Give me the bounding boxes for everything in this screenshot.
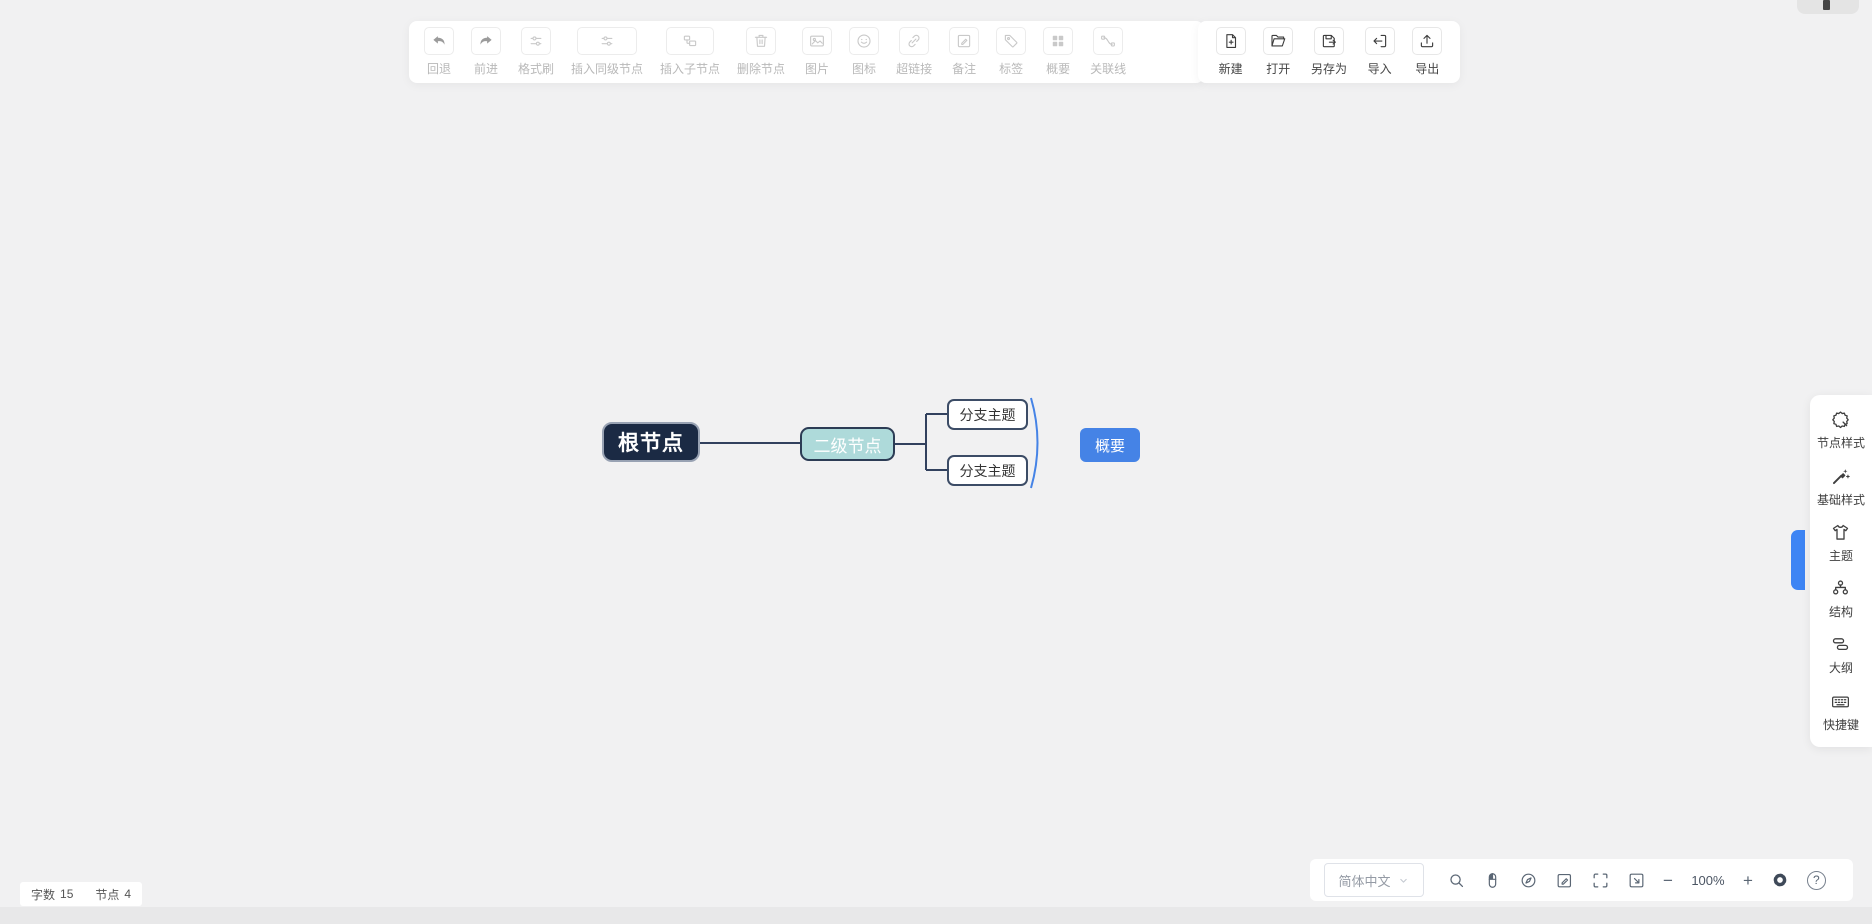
save-as-icon [1313, 27, 1344, 55]
summary-button[interactable]: 概要 [1043, 27, 1074, 77]
insert-sibling-label: 插入同级节点 [571, 62, 644, 76]
new-file-label: 新建 [1218, 62, 1243, 76]
smiley-icon [849, 27, 880, 55]
insert-child-label: 插入子节点 [660, 62, 721, 76]
status-bar: 字数 15 节点 4 [20, 882, 143, 906]
word-count-label: 字数 [31, 887, 56, 902]
icon-label: 图标 [852, 62, 877, 76]
import-button[interactable]: 导入 [1364, 27, 1395, 77]
trash-icon [746, 27, 777, 55]
right-sidebar: 节点样式 基础样式 主题 结构 大纲 快捷键 [1810, 395, 1872, 747]
mindmap-root-node[interactable]: 根节点 [602, 422, 700, 462]
image-icon [802, 27, 833, 55]
sidebar-collapse-handle[interactable] [1791, 530, 1805, 590]
window-control-bar [1823, 0, 1830, 10]
redo-button[interactable]: 前进 [471, 27, 501, 77]
language-selected-value: 简体中文 [1338, 873, 1391, 889]
image-button[interactable]: 图片 [802, 27, 833, 77]
zoom-level-value[interactable]: 100% [1691, 872, 1725, 888]
note-label: 备注 [952, 62, 977, 76]
undo-label: 回退 [426, 62, 451, 76]
mindmap-branch-node[interactable]: 分支主题 [947, 455, 1028, 486]
insert-child-icon [666, 27, 715, 55]
redo-label: 前进 [473, 62, 498, 76]
undo-button[interactable]: 回退 [424, 27, 454, 77]
association-line-label: 关联线 [1090, 62, 1127, 76]
delete-node-button[interactable]: 删除节点 [737, 27, 785, 77]
summary-label: 概要 [1046, 62, 1071, 76]
structure-icon [1830, 578, 1851, 599]
hyperlink-button[interactable]: 超链接 [896, 27, 932, 77]
mouse-icon[interactable] [1483, 871, 1502, 890]
mindmap-secondary-node[interactable]: 二级节点 [800, 427, 895, 461]
export-label: 导出 [1415, 62, 1440, 76]
sidebar-item-outline[interactable]: 大纲 [1829, 634, 1853, 676]
bottom-edge-strip [0, 907, 1872, 924]
sidebar-item-node-style[interactable]: 节点样式 [1817, 409, 1865, 451]
insert-sibling-icon [577, 27, 638, 55]
tag-label: 标签 [999, 62, 1024, 76]
node-count-value: 4 [124, 887, 132, 901]
keyboard-icon [1830, 691, 1851, 712]
undo-icon [424, 27, 454, 55]
file-toolbar: 新建 打开 另存为 导入 导出 [1198, 21, 1460, 83]
language-select[interactable]: 简体中文 [1324, 863, 1424, 897]
sidebar-item-structure[interactable]: 结构 [1829, 578, 1853, 620]
gear-icon[interactable] [1770, 870, 1790, 890]
format-painter-icon [521, 27, 551, 55]
new-file-icon [1215, 27, 1246, 55]
word-count-value: 15 [60, 887, 74, 901]
icon-button[interactable]: 图标 [849, 27, 880, 77]
bottom-toolbar: 简体中文 − 100% + ? [1310, 859, 1853, 901]
compass-icon[interactable] [1519, 871, 1538, 890]
mindmap-branch-node[interactable]: 分支主题 [947, 399, 1028, 430]
save-as-button[interactable]: 另存为 [1311, 27, 1347, 77]
mindmap-summary-node[interactable]: 概要 [1080, 428, 1140, 462]
sidebar-item-base-style[interactable]: 基础样式 [1817, 466, 1865, 508]
export-icon [1412, 27, 1443, 55]
window-control-chip [1797, 0, 1859, 14]
summary-grid-icon [1043, 27, 1074, 55]
hyperlink-label: 超链接 [896, 62, 933, 76]
save-as-label: 另存为 [1310, 62, 1347, 76]
base-style-icon [1830, 466, 1851, 487]
link-icon [899, 27, 930, 55]
redo-icon [471, 27, 501, 55]
fit-canvas-icon[interactable] [1627, 871, 1646, 890]
chevron-down-icon [1397, 874, 1410, 887]
sidebar-item-shortcuts[interactable]: 快捷键 [1823, 691, 1859, 733]
main-toolbar: 回退 前进 格式刷 插入同级节点 插入子节点 删除节点 图片 图标 超链接 备注… [409, 21, 1204, 83]
zoom-in-button[interactable]: + [1742, 870, 1753, 890]
edit-mode-icon[interactable] [1555, 871, 1574, 890]
import-label: 导入 [1367, 62, 1392, 76]
format-painter-label: 格式刷 [518, 62, 555, 76]
image-label: 图片 [805, 62, 830, 76]
node-style-icon [1830, 409, 1851, 430]
theme-shirt-icon [1830, 522, 1851, 543]
export-button[interactable]: 导出 [1412, 27, 1443, 77]
format-painter-button[interactable]: 格式刷 [518, 27, 554, 77]
outline-icon [1830, 634, 1851, 655]
open-folder-icon [1263, 27, 1294, 55]
delete-node-label: 删除节点 [737, 62, 786, 76]
open-file-button[interactable]: 打开 [1263, 27, 1294, 77]
search-icon[interactable] [1447, 871, 1466, 890]
open-file-label: 打开 [1266, 62, 1291, 76]
zoom-out-button[interactable]: − [1663, 870, 1673, 890]
note-icon [949, 27, 980, 55]
insert-child-button[interactable]: 插入子节点 [660, 27, 720, 77]
association-line-button[interactable]: 关联线 [1090, 27, 1126, 77]
tag-icon [996, 27, 1027, 55]
new-file-button[interactable]: 新建 [1215, 27, 1246, 77]
sidebar-item-theme[interactable]: 主题 [1829, 522, 1853, 564]
help-icon[interactable]: ? [1806, 870, 1826, 890]
association-line-icon [1093, 27, 1124, 55]
node-count-label: 节点 [95, 887, 120, 902]
note-button[interactable]: 备注 [949, 27, 980, 77]
tag-button[interactable]: 标签 [996, 27, 1027, 77]
fullscreen-icon[interactable] [1591, 871, 1610, 890]
insert-sibling-button[interactable]: 插入同级节点 [571, 27, 643, 77]
summary-brace [1030, 397, 1039, 489]
import-icon [1364, 27, 1395, 55]
